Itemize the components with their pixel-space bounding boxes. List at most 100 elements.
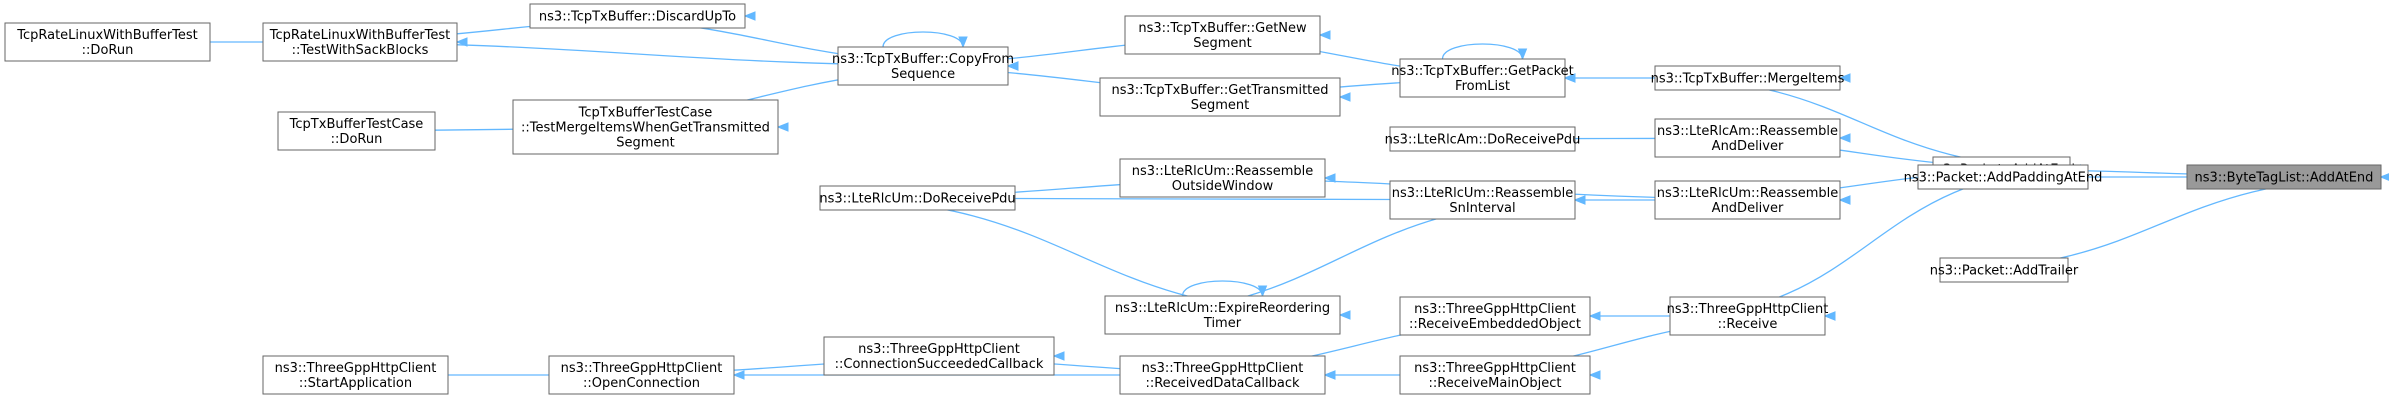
node-label: ns3::LteRlcAm::DoReceivePdu [1385,133,1581,148]
call-nodes: ns3::ByteTagList::AddAtEndns3::Packet::A… [4,3,2382,395]
node-label: FromList [1455,79,1510,94]
node-box [1654,118,1841,158]
edge-getpacketfromlist-to-getpacketfromlist [1441,43,1528,61]
node-http-receiveddata[interactable]: ns3::ThreeGppHttpClient::ReceivedDataCal… [1119,355,1326,395]
edge-arrowhead [455,37,468,47]
edge-arrowhead [1052,351,1065,361]
node-label: TcpRateLinuxWithBufferTest [16,28,198,43]
edge-arrowhead [1588,311,1601,321]
node-label: ::Receive [1718,317,1778,332]
edge-line [1939,176,2389,271]
node-mergeitems[interactable]: ns3::TcpTxBuffer::MergeItems [1651,65,1845,91]
node-label: ns3::ThreeGppHttpClient [1414,302,1576,317]
node-label: ns3::LteRlcAm::Reassemble [1657,124,1838,139]
node-label: ::ReceivedDataCallback [1145,376,1300,391]
edge-arrowhead [1838,195,1851,205]
edge-line [1441,43,1524,60]
node-label: OutsideWindow [1172,179,1274,194]
node-label: AndDeliver [1712,201,1784,216]
node-label: ns3::ThreeGppHttpClient [858,342,1020,357]
edge-rlcum-expire-to-rlcum-expire [1181,280,1268,298]
node-rlcum-doreceive[interactable]: ns3::LteRlcUm::DoReceivePdu [819,185,1016,211]
node-label: ::TestMergeItemsWhenGetTransmitted [521,121,770,136]
node-box [1389,126,1576,152]
node-box [1099,77,1341,117]
node-box [548,355,735,395]
node-box [262,22,458,62]
node-box [1654,180,1841,220]
node-http-receivemain[interactable]: ns3::ThreeGppHttpClient::ReceiveMainObje… [1399,355,1591,395]
node-label: TcpTxBufferTestCase [578,106,713,121]
node-testwithsack[interactable]: TcpRateLinuxWithBufferTest::TestWithSack… [262,22,458,62]
edge-arrowhead [1323,370,1336,380]
node-label: ns3::Packet::AddPaddingAtEnd [1904,171,2103,186]
node-label: ns3::ThreeGppHttpClient [1667,302,1829,317]
node-label: ns3::Packet::AddTrailer [1930,264,2079,279]
node-box [1654,65,1841,91]
edge-arrowhead [1338,92,1351,102]
node-label: ::ReceiveEmbeddedObject [1409,317,1581,332]
node-target[interactable]: ns3::ByteTagList::AddAtEnd [2186,164,2382,190]
node-discardupto[interactable]: ns3::TcpTxBuffer::DiscardUpTo [529,3,746,29]
node-txbuffertest-dorun[interactable]: TcpTxBufferTestCase::DoRun [277,111,436,151]
node-label: ns3::TcpTxBuffer::CopyFrom [832,52,1014,67]
node-label: ns3::ThreeGppHttpClient [1142,361,1304,376]
node-label: ns3::TcpTxBuffer::GetPacket [1391,64,1574,79]
node-label: Segment [1191,98,1250,113]
node-label: ns3::LteRlcUm::Reassemble [1392,186,1574,201]
edge-copyfromsequence-to-copyfromsequence [882,31,968,49]
node-box [2186,164,2382,190]
node-box [1399,58,1566,98]
edge-arrowhead [1838,73,1851,83]
node-packet-addtrailer[interactable]: ns3::Packet::AddTrailer [1930,257,2079,283]
node-label: TcpRateLinuxWithBufferTest [269,28,451,43]
node-box [1669,296,1826,336]
node-label: ns3::TcpTxBuffer::GetNew [1138,21,1307,36]
node-tcprate-dorun[interactable]: TcpRateLinuxWithBufferTest::DoRun [4,22,211,62]
node-box [277,111,436,151]
edge-arrowhead [1318,30,1331,40]
node-box [1119,355,1326,395]
edge-arrowhead [2379,173,2389,181]
node-box [1399,355,1591,395]
node-box [1104,295,1341,335]
edge-arrowhead [958,36,968,49]
node-box [1399,296,1591,336]
edge-arrowhead [1323,173,1336,183]
node-packet-addpadding[interactable]: ns3::Packet::AddPaddingAtEnd [1904,164,2103,190]
node-http-openconn[interactable]: ns3::ThreeGppHttpClient::OpenConnection [548,355,735,395]
node-http-connsucceeded[interactable]: ns3::ThreeGppHttpClient::ConnectionSucce… [823,336,1055,376]
node-testmergeitems[interactable]: TcpTxBufferTestCase::TestMergeItemsWhenG… [512,99,779,155]
edge-arrowhead [1338,310,1351,320]
node-box [262,355,449,395]
node-box [1939,257,2069,283]
node-label: ::DoRun [331,132,383,147]
edge-arrowhead [732,370,745,380]
node-label: ns3::ThreeGppHttpClient [1414,361,1576,376]
edge-arrowhead [1588,370,1601,380]
node-label: ns3::LteRlcUm::Reassemble [1132,164,1314,179]
edge-arrowhead [1563,73,1576,83]
edge-arrowhead [776,122,789,132]
edge-arrowhead [1823,311,1836,321]
node-rlcam-doreceive[interactable]: ns3::LteRlcAm::DoReceivePdu [1385,126,1581,152]
node-http-receiveembedded[interactable]: ns3::ThreeGppHttpClient::ReceiveEmbedded… [1399,296,1591,336]
node-label: AndDeliver [1712,139,1784,154]
node-box [823,336,1055,376]
node-http-startapp[interactable]: ns3::ThreeGppHttpClient::StartApplicatio… [262,355,449,395]
node-box [1917,164,2089,190]
node-label: ::OpenConnection [583,376,700,391]
node-label: ns3::TcpTxBuffer::MergeItems [1651,72,1845,87]
node-http-receive[interactable]: ns3::ThreeGppHttpClient::Receive [1667,296,1829,336]
node-label: ns3::ThreeGppHttpClient [275,361,437,376]
